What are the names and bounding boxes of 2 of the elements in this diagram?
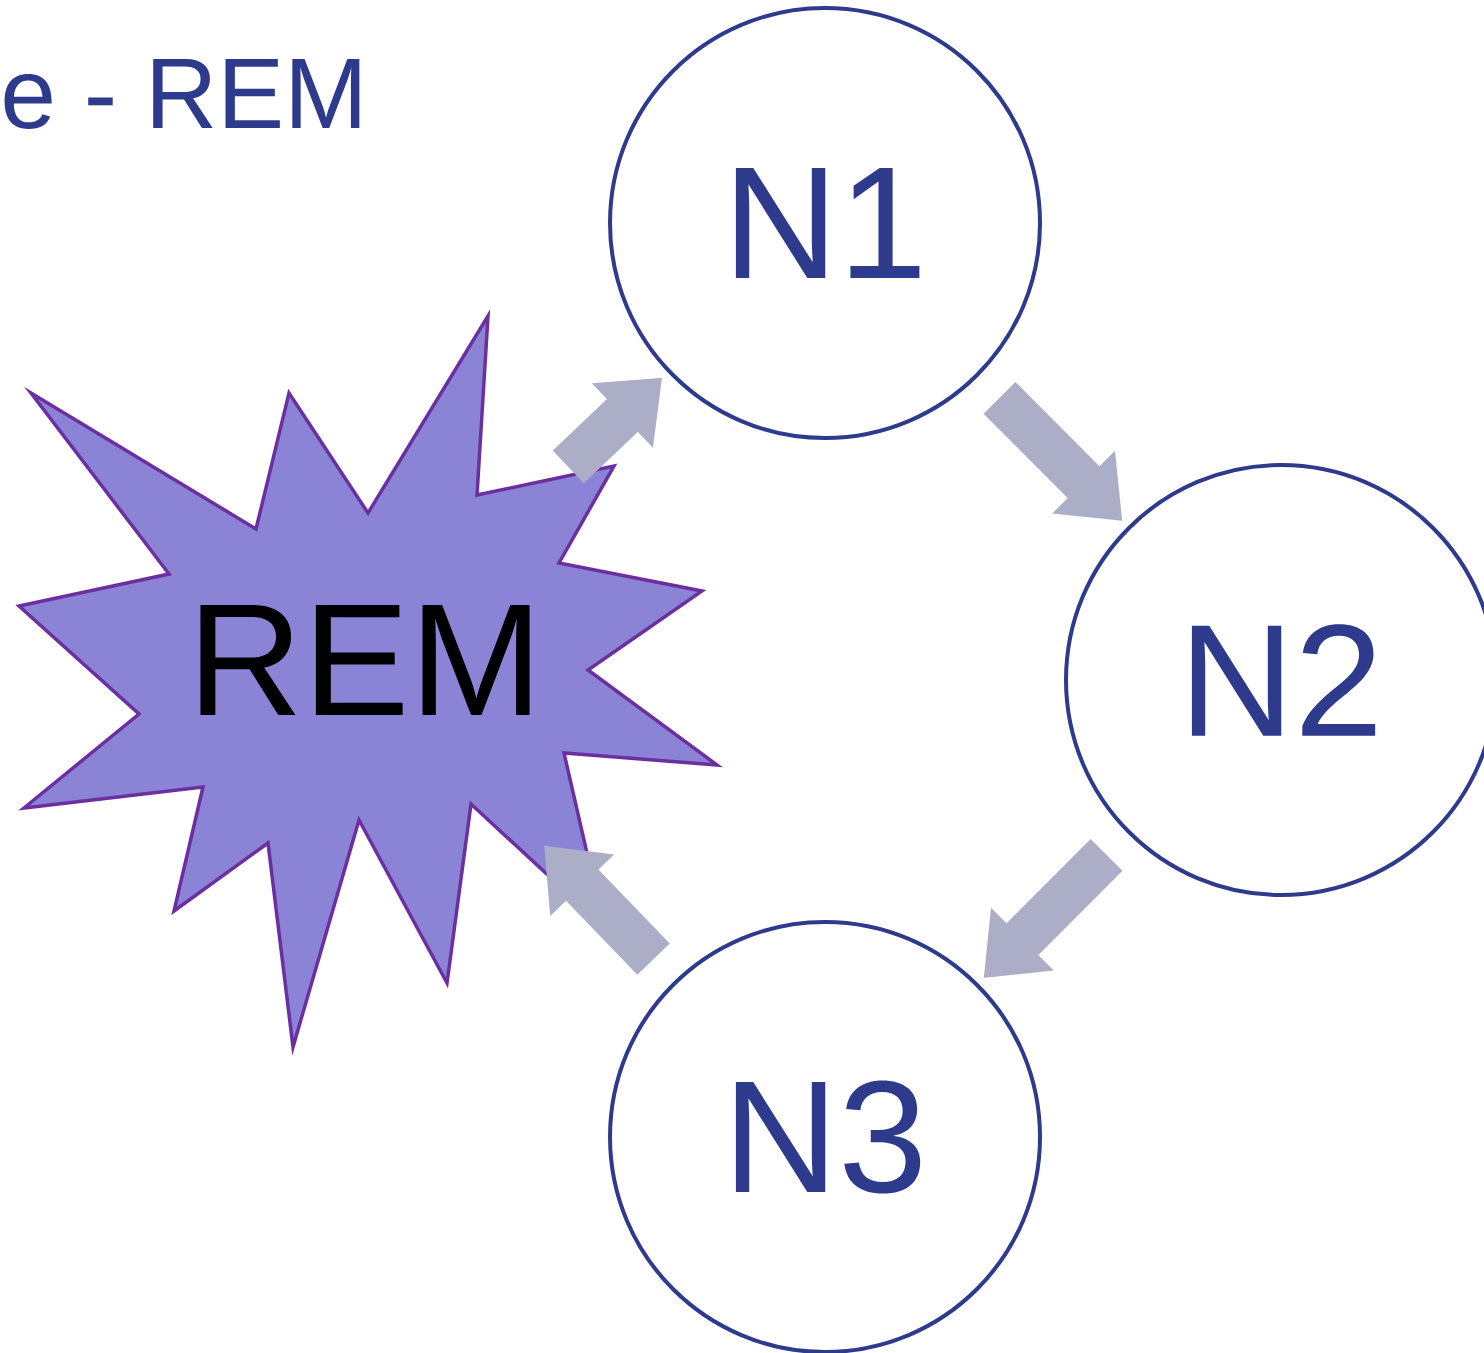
title: e - REM [4, 59, 360, 129]
circle-node: N1 [608, 6, 1042, 440]
